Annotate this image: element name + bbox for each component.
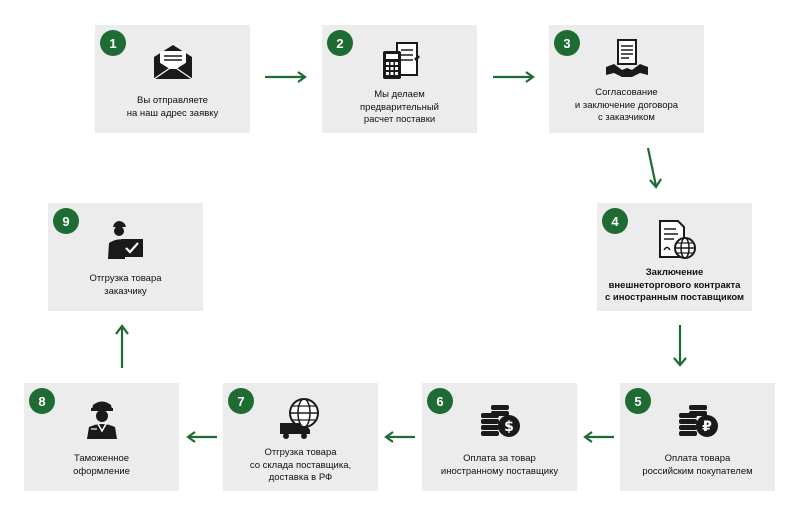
arrow-right	[264, 70, 308, 84]
step-card-9: 9 Отгрузка товара заказчику	[48, 203, 203, 311]
coins-ruble-icon: ₽	[675, 397, 721, 443]
step-label: Таможенное оформление	[73, 453, 130, 477]
step-number-badge: 5	[625, 388, 651, 414]
step-label: Отгрузка товара заказчику	[89, 273, 162, 297]
handshake-contract-icon	[604, 37, 650, 83]
arrow-right	[492, 70, 536, 84]
step-number-badge: 4	[602, 208, 628, 234]
step-card-4: 4 Заключение внешнеторгового контракта с…	[597, 203, 752, 311]
coins-dollar-icon: $	[477, 397, 523, 443]
step-label: Согласование и заключение договора с зак…	[574, 87, 679, 123]
step-number-badge: 9	[53, 208, 79, 234]
arrow-down	[670, 324, 690, 368]
step-number-badge: 1	[100, 30, 126, 56]
step-label: Заключение внешнеторгового контракта с и…	[604, 267, 745, 303]
step-card-6: 6 $ Оплата за товар иностранному поставщ…	[422, 383, 577, 491]
step-label: Вы отправляете на наш адрес заявку	[126, 95, 219, 119]
courier-box-icon	[103, 215, 149, 261]
document-globe-icon	[652, 217, 698, 263]
globe-truck-icon	[278, 395, 324, 441]
step-card-5: 5 ₽ Оплата товара российским покупателем	[620, 383, 775, 491]
step-number-badge: 7	[228, 388, 254, 414]
arrow-up	[112, 323, 132, 369]
calculator-document-icon	[377, 39, 423, 85]
step-number-badge: 2	[327, 30, 353, 56]
arrow-left	[186, 430, 218, 444]
step-label: Отгрузка товара со склада поставщика, до…	[249, 447, 352, 483]
step-label: Оплата за товар иностранному поставщику	[440, 453, 559, 477]
step-card-2: 2 Мы делаем предварительный расчет поста…	[322, 25, 477, 133]
step-number-badge: 8	[29, 388, 55, 414]
envelope-icon	[150, 39, 196, 85]
step-card-3: 3 Согласование и заключение договора с з…	[549, 25, 704, 133]
step-card-7: 7 Отгрузка товара со склада поставщика, …	[223, 383, 378, 491]
arrow-left	[384, 430, 416, 444]
arrow-left	[583, 430, 615, 444]
step-number-badge: 3	[554, 30, 580, 56]
customs-officer-icon	[79, 395, 125, 441]
step-label: Оплата товара российским покупателем	[642, 453, 753, 477]
step-label: Мы делаем предварительный расчет поставк…	[360, 89, 439, 125]
arrow-down-diagonal	[642, 146, 666, 190]
step-card-8: 8 Таможенное оформление	[24, 383, 179, 491]
step-number-badge: 6	[427, 388, 453, 414]
svg-text:₽: ₽	[702, 419, 712, 435]
svg-text:$: $	[504, 419, 514, 435]
step-card-1: 1 Вы отправляете на наш адрес заявку	[95, 25, 250, 133]
